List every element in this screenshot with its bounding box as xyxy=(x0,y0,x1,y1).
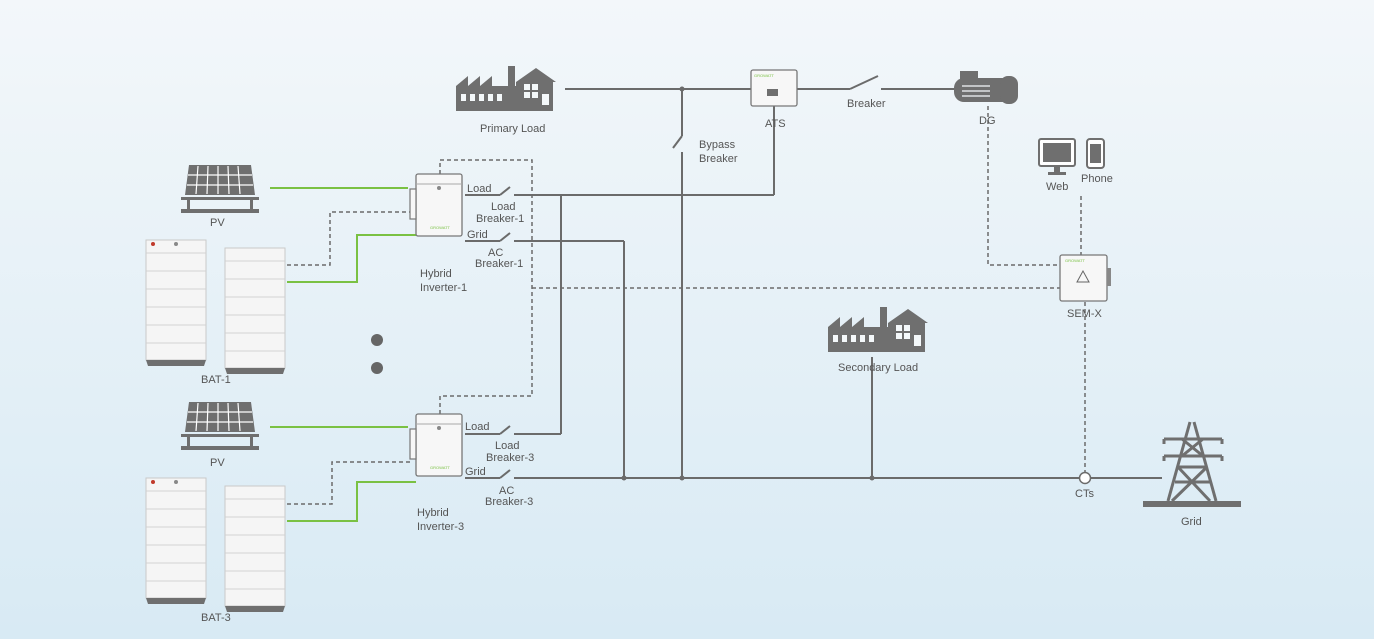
battery-bank-3-icon xyxy=(145,477,286,613)
ac-breaker-3-label-2: Breaker-3 xyxy=(485,496,533,508)
ats-icon: GROWATT xyxy=(750,69,798,107)
pv1-label: PV xyxy=(210,217,225,229)
grid-base xyxy=(1143,501,1241,507)
inverter1-label-2: Inverter-1 xyxy=(420,282,467,294)
ac-breaker-3-label-1: AC xyxy=(499,485,514,497)
semx-brand: GROWATT xyxy=(1065,258,1086,263)
grid3-port-label: Grid xyxy=(465,466,486,478)
pv3-label: PV xyxy=(210,457,225,469)
load-breaker-3-label-1: Load xyxy=(495,440,519,452)
breaker-label: Breaker xyxy=(847,98,886,110)
bypass-label-1: Bypass xyxy=(699,139,736,151)
load3-port-label: Load xyxy=(465,421,489,433)
dg-label: DG xyxy=(979,115,996,127)
ct-sensor xyxy=(1078,471,1092,485)
load-breaker-1-label-1: Load xyxy=(491,201,515,213)
secondary-load-label: Secondary Load xyxy=(838,362,918,374)
bypass-label-2: Breaker xyxy=(699,153,738,165)
ac-breaker-1-label-2: Breaker-1 xyxy=(475,258,523,270)
inverter1-label-1: Hybrid xyxy=(420,268,452,280)
ellipsis-dot xyxy=(371,362,383,374)
battery-bank-1-icon xyxy=(145,239,286,375)
cts-label: CTs xyxy=(1075,488,1094,500)
monitor-icon xyxy=(1038,138,1076,175)
ac-breaker-1-label-1: AC xyxy=(488,247,503,259)
hybrid-inverter-1-icon xyxy=(409,173,463,237)
load-breaker-3-label-2: Breaker-3 xyxy=(486,452,534,464)
grid-label: Grid xyxy=(1181,516,1202,528)
inverter3-label-1: Hybrid xyxy=(417,507,449,519)
communication-lines xyxy=(287,106,1086,505)
ellipsis-dot xyxy=(371,334,383,346)
ats-label: ATS xyxy=(765,118,786,130)
bat1-label: BAT-1 xyxy=(201,374,231,386)
grid1-port-label: Grid xyxy=(467,229,488,241)
primary-load-label: Primary Load xyxy=(480,123,545,135)
load1-port-label: Load xyxy=(467,183,491,195)
phone-icon xyxy=(1086,138,1105,169)
inverter3-label-2: Inverter-3 xyxy=(417,521,464,533)
sem-x-meter-icon: GROWATT xyxy=(1059,254,1111,302)
hybrid-inverter-3-icon xyxy=(409,413,463,477)
grid-tower-icon xyxy=(1162,421,1224,503)
dc-power-lines xyxy=(270,187,416,522)
web-label: Web xyxy=(1046,181,1068,193)
ats-brand: GROWATT xyxy=(754,73,775,78)
generator-icon xyxy=(954,71,1018,104)
ac-power-lines xyxy=(465,75,1162,479)
bat3-label: BAT-3 xyxy=(201,612,231,624)
junction-dots xyxy=(621,86,875,481)
phone-label: Phone xyxy=(1081,173,1113,185)
semx-label: SEM-X xyxy=(1067,308,1103,320)
load-breaker-1-label-2: Breaker-1 xyxy=(476,213,524,225)
